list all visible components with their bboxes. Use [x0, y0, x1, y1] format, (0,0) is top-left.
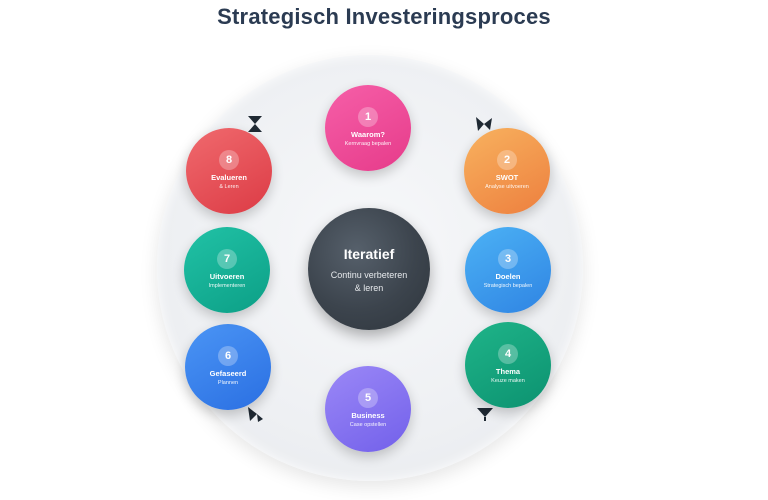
step-sublabel: Case opstellen — [349, 422, 387, 428]
cycle-arrow-icon — [476, 117, 492, 131]
cycle-arrow-icon — [248, 407, 263, 422]
center-iterative-node: Iteratief Continu verbeteren & leren — [308, 208, 430, 330]
step-8-evalueren: 8 Evalueren & Leren — [186, 128, 272, 214]
step-number: 7 — [217, 249, 237, 269]
step-2-swot: 2 SWOT Analyse uitvoeren — [464, 128, 550, 214]
step-7-uitvoeren: 7 Uitvoeren Implementeren — [184, 227, 270, 313]
step-sublabel: & Leren — [219, 184, 239, 190]
step-sublabel: Plannen — [217, 380, 239, 386]
step-number: 2 — [497, 150, 517, 170]
center-title: Iteratief — [343, 246, 395, 262]
step-label: Waarom? — [351, 130, 385, 139]
step-number: 6 — [218, 346, 238, 366]
step-sublabel: Kernvraag bepalen — [344, 141, 392, 147]
step-sublabel: Analyse uitvoeren — [485, 184, 529, 190]
step-3-doelen: 3 Doelen Strategisch bepalen — [465, 227, 551, 313]
step-sublabel: Keuze maken — [491, 378, 525, 384]
step-number: 3 — [498, 249, 518, 269]
step-label: SWOT — [495, 173, 519, 182]
center-subtitle: Continu verbeteren & leren — [330, 270, 408, 293]
step-label: Evalueren — [211, 173, 247, 182]
step-number: 5 — [358, 388, 378, 408]
page-title: Strategisch Investeringsproces — [217, 4, 551, 29]
step-6-gefaseerd: 6 Gefaseerd Plannen — [185, 324, 271, 410]
step-label: Uitvoeren — [209, 272, 245, 281]
step-1-waarom: 1 Waarom? Kernvraag bepalen — [325, 85, 411, 171]
step-number: 8 — [219, 150, 239, 170]
step-sublabel: Implementeren — [208, 283, 246, 289]
step-label: Business — [351, 411, 385, 420]
step-number: 4 — [498, 344, 518, 364]
step-sublabel: Strategisch bepalen — [483, 283, 533, 289]
step-5-business: 5 Business Case opstellen — [325, 366, 411, 452]
cycle-arrow-icon — [248, 116, 262, 132]
step-4-thema: 4 Thema Keuze maken — [465, 322, 551, 408]
step-label: Doelen — [495, 272, 521, 281]
step-number: 1 — [358, 107, 378, 127]
step-label: Thema — [495, 367, 521, 376]
step-label: Gefaseerd — [209, 369, 247, 378]
cycle-arrow-icon — [477, 408, 493, 421]
